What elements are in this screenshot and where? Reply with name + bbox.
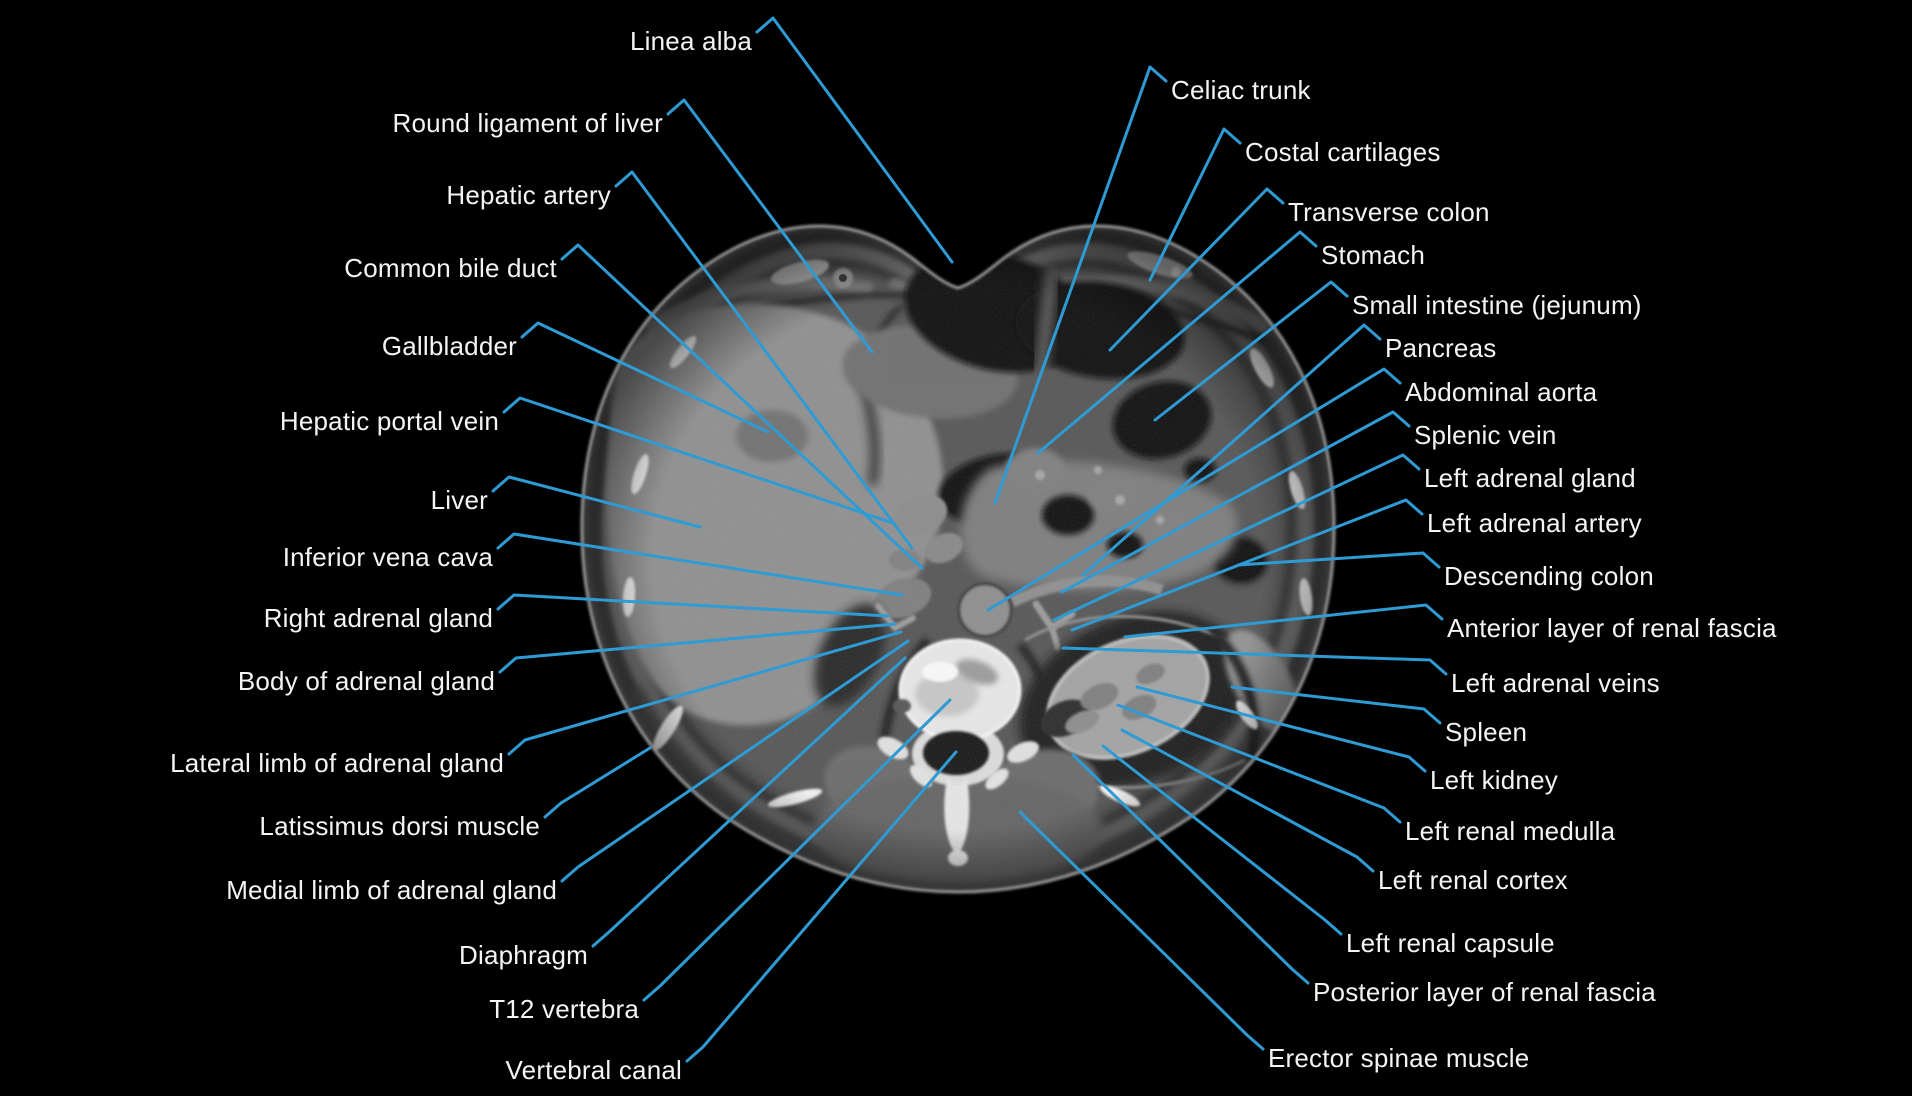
label-anterior-layer-of-renal-fascia: Anterior layer of renal fascia <box>1447 613 1777 643</box>
leader-line <box>1108 187 1285 352</box>
leader-line <box>642 698 952 1002</box>
leader-line <box>1070 498 1424 632</box>
label-erector-spinae-muscle: Erector spinae muscle <box>1268 1043 1530 1073</box>
label-pancreas: Pancreas <box>1385 333 1497 363</box>
leader-line <box>502 396 895 525</box>
leader-line <box>993 65 1168 505</box>
label-hepatic-portal-vein: Hepatic portal vein <box>279 406 499 436</box>
leader-line <box>1101 744 1343 936</box>
leader-line <box>520 321 770 434</box>
leader-line <box>591 656 907 948</box>
label-left-kidney: Left kidney <box>1430 765 1558 795</box>
label-round-ligament-of-liver: Round ligament of liver <box>392 108 663 138</box>
label-medial-limb-of-adrenal-gland: Medial limb of adrenal gland <box>226 875 557 905</box>
leader-line <box>1018 810 1265 1051</box>
label-posterior-layer-of-renal-fascia: Posterior layer of renal fascia <box>1313 977 1656 1007</box>
leader-line <box>507 630 903 756</box>
label-gallbladder: Gallbladder <box>381 331 517 361</box>
label-left-renal-cortex: Left renal cortex <box>1378 865 1568 895</box>
label-right-adrenal-gland: Right adrenal gland <box>263 603 493 633</box>
leader-line <box>614 170 914 550</box>
label-stomach: Stomach <box>1321 240 1426 270</box>
leader-line <box>498 622 897 674</box>
leader-line <box>755 16 954 264</box>
label-left-renal-medulla: Left renal medulla <box>1405 816 1616 846</box>
leader-line <box>1153 280 1349 422</box>
leader-line <box>666 98 874 354</box>
label-celiac-trunk: Celiac trunk <box>1171 75 1311 105</box>
leader-line <box>1116 703 1402 824</box>
label-descending-colon: Descending colon <box>1444 561 1654 591</box>
leader-line <box>1148 127 1242 282</box>
label-abdominal-aorta: Abdominal aorta <box>1405 377 1598 407</box>
leader-line <box>1123 603 1444 639</box>
leader-line <box>1036 230 1318 455</box>
label-inferior-vena-cava: Inferior vena cava <box>282 542 493 572</box>
leader-line <box>560 243 924 570</box>
leader-line <box>1120 728 1375 873</box>
label-linea-alba: Linea alba <box>630 26 752 56</box>
label-t12-vertebra: T12 vertebra <box>489 994 639 1024</box>
label-left-adrenal-veins: Left adrenal veins <box>1451 668 1660 698</box>
label-vertebral-canal: Vertebral canal <box>505 1055 682 1085</box>
label-liver: Liver <box>430 485 488 515</box>
label-costal-cartilages: Costal cartilages <box>1245 137 1441 167</box>
label-left-adrenal-artery: Left adrenal artery <box>1427 508 1642 538</box>
label-hepatic-artery: Hepatic artery <box>446 180 611 210</box>
label-common-bile-duct: Common bile duct <box>344 253 557 283</box>
leader-line <box>1052 453 1421 622</box>
leader-line <box>496 593 890 618</box>
label-lateral-limb-of-adrenal-gland: Lateral limb of adrenal gland <box>170 748 504 778</box>
leader-line <box>1071 753 1310 985</box>
leader-line <box>1061 646 1448 676</box>
leader-line <box>491 475 702 529</box>
label-left-renal-capsule: Left renal capsule <box>1346 928 1555 958</box>
leader-line <box>1135 685 1427 773</box>
label-small-intestine-jejunum: Small intestine (jejunum) <box>1352 290 1642 320</box>
leader-line <box>986 367 1402 612</box>
leader-line <box>1060 410 1411 594</box>
leader-line <box>1081 323 1382 577</box>
label-splenic-vein: Splenic vein <box>1414 420 1557 450</box>
label-transverse-colon: Transverse colon <box>1288 197 1490 227</box>
leader-line <box>1236 551 1441 569</box>
label-diaphragm: Diaphragm <box>459 940 588 970</box>
label-spleen: Spleen <box>1445 717 1528 747</box>
leader-line <box>496 532 904 597</box>
label-left-adrenal-gland: Left adrenal gland <box>1424 463 1636 493</box>
label-body-of-adrenal-gland: Body of adrenal gland <box>237 666 495 696</box>
body-cross-section <box>581 225 1335 892</box>
leader-line <box>560 639 910 883</box>
leader-line <box>685 750 958 1063</box>
leader-line <box>1230 685 1442 725</box>
leader-line <box>543 746 652 819</box>
label-latissimus-dorsi-muscle: Latissimus dorsi muscle <box>259 811 540 841</box>
